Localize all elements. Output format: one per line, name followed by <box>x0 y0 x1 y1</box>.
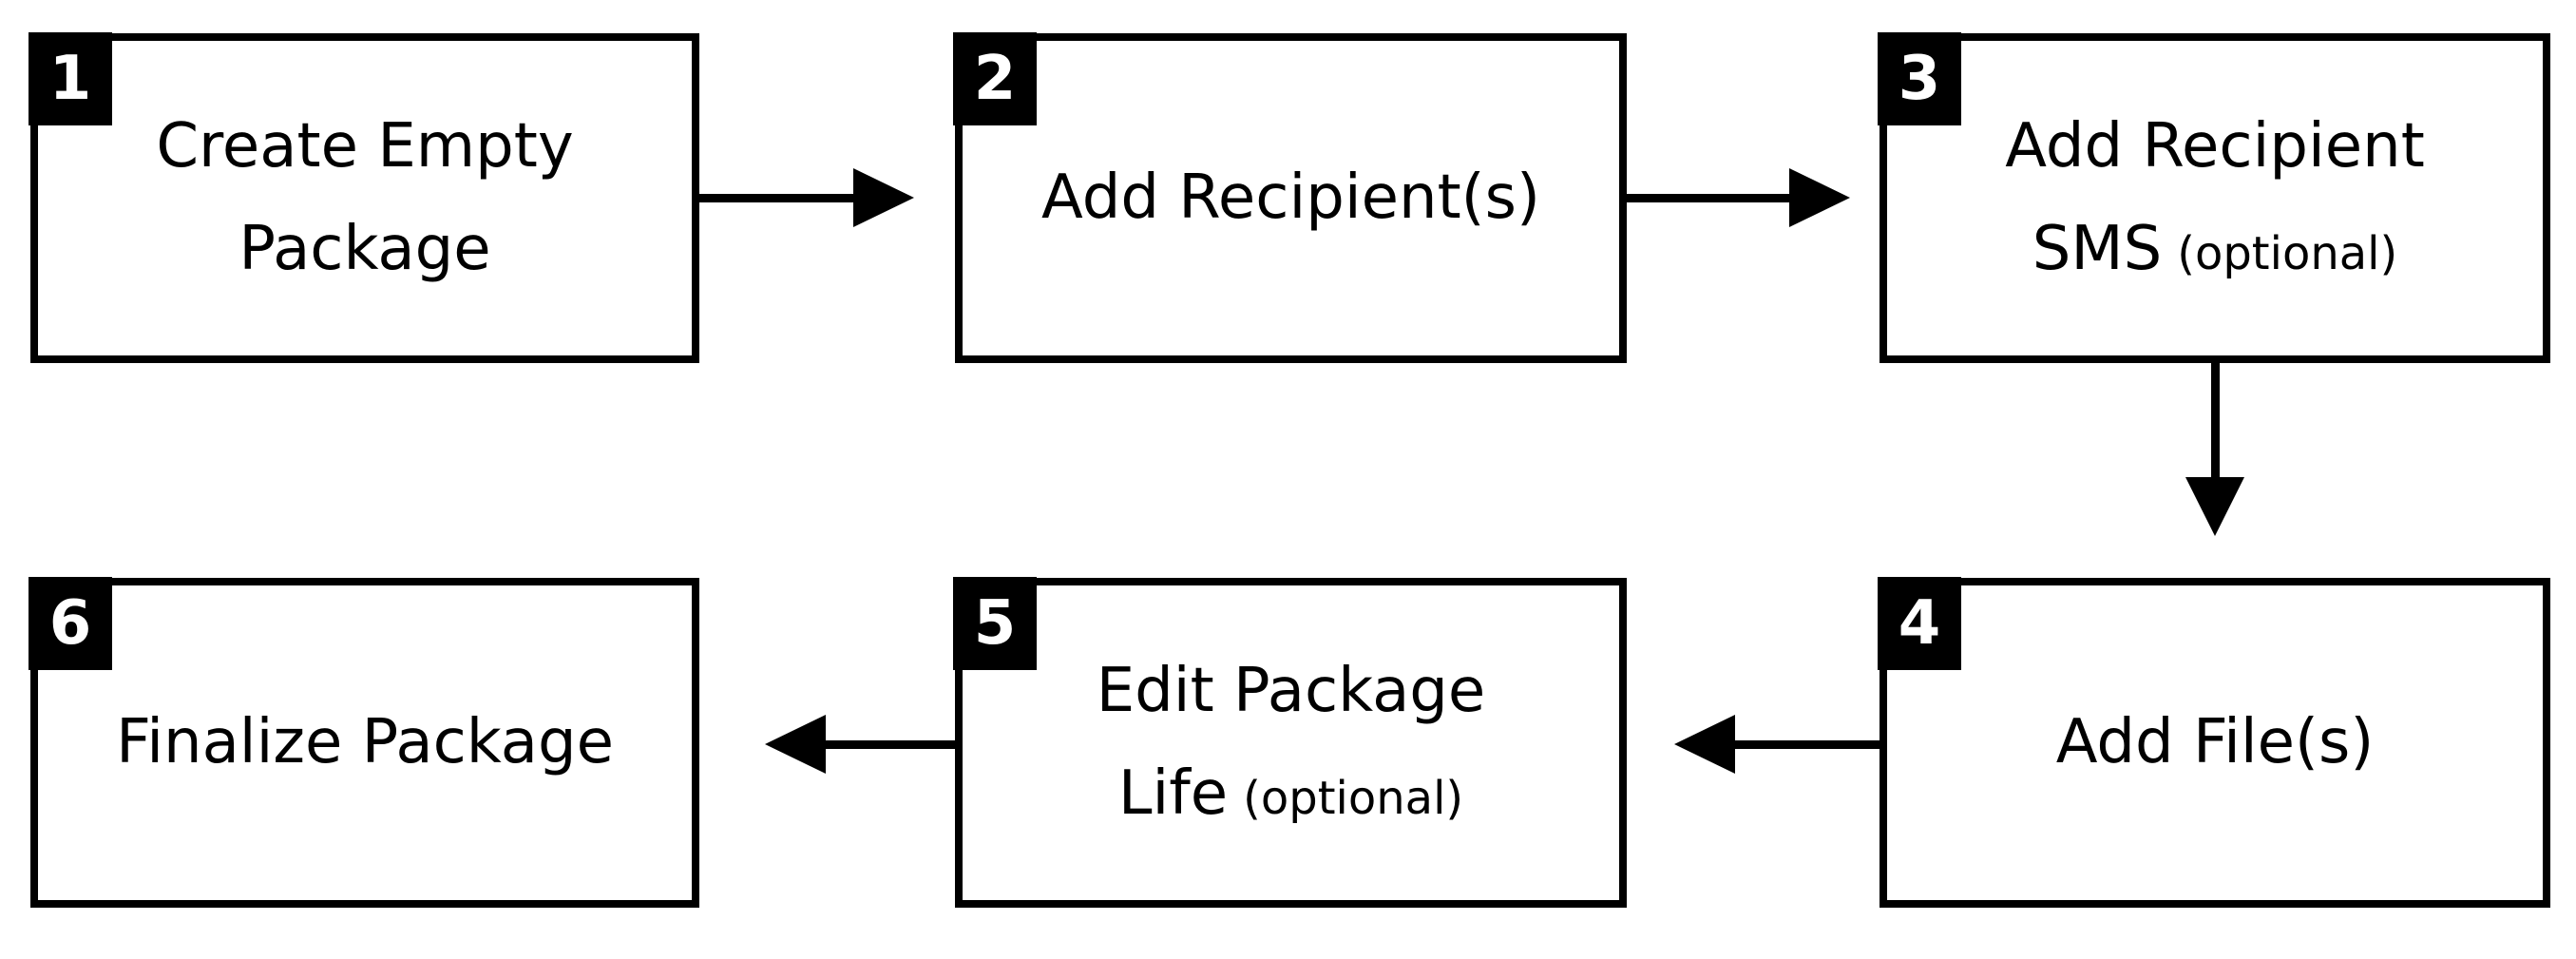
arrow-5-6-shaft <box>824 740 955 749</box>
step-5-label: Edit Package Life (optional) <box>963 585 1619 900</box>
arrow-4-5-arrowhead-icon <box>1674 715 1735 774</box>
step-5-line-2-main: Life <box>1117 758 1229 829</box>
step-3-line-2-main: SMS <box>2032 213 2163 284</box>
step-box-4: 4 Add File(s) <box>1878 577 2550 908</box>
step-box-5: 5 Edit Package Life (optional) <box>953 577 1627 908</box>
arrow-1-2-arrowhead-icon <box>853 168 914 227</box>
step-4-line-1: Add File(s) <box>2055 706 2375 777</box>
step-3-line-2: SMS (optional) <box>2032 210 2397 289</box>
step-box-6: 6 Finalize Package <box>29 577 699 908</box>
arrow-3-4-shaft <box>2211 359 2220 479</box>
step-1-number-badge: 1 <box>29 32 112 125</box>
arrow-5-6-arrowhead-icon <box>765 715 826 774</box>
step-4-number-badge: 4 <box>1878 577 1961 670</box>
step-2-number-badge: 2 <box>953 32 1037 125</box>
step-3-number-badge: 3 <box>1878 32 1961 125</box>
step-box-1: 1 Create Empty Package <box>29 32 699 363</box>
step-5-number-badge: 5 <box>953 577 1037 670</box>
step-5-line-2: Life (optional) <box>1118 755 1463 834</box>
step-5-optional-note: (optional) <box>1243 771 1464 825</box>
step-box-2: 2 Add Recipient(s) <box>953 32 1627 363</box>
step-3-line-1: Add Recipient <box>2005 111 2425 182</box>
step-1-line-2: Package <box>239 213 491 284</box>
step-5-line-1: Edit Package <box>1096 656 1486 727</box>
arrow-1-2-shaft <box>699 194 855 202</box>
step-2-line-1: Add Recipient(s) <box>1041 162 1540 233</box>
step-3-label: Add Recipient SMS (optional) <box>1887 41 2543 355</box>
arrow-2-3-arrowhead-icon <box>1789 168 1850 227</box>
arrow-4-5-shaft <box>1733 740 1880 749</box>
step-6-number-badge: 6 <box>29 577 112 670</box>
step-4-label: Add File(s) <box>1887 585 2543 900</box>
step-6-line-1: Finalize Package <box>116 706 614 777</box>
step-6-label: Finalize Package <box>38 585 692 900</box>
step-1-label: Create Empty Package <box>38 41 692 355</box>
step-2-label: Add Recipient(s) <box>963 41 1619 355</box>
arrow-2-3-shaft <box>1627 194 1791 202</box>
arrow-3-4-arrowhead-icon <box>2185 477 2244 536</box>
step-1-line-1: Create Empty <box>156 111 574 182</box>
step-3-optional-note: (optional) <box>2177 226 2398 280</box>
step-box-3: 3 Add Recipient SMS (optional) <box>1878 32 2550 363</box>
